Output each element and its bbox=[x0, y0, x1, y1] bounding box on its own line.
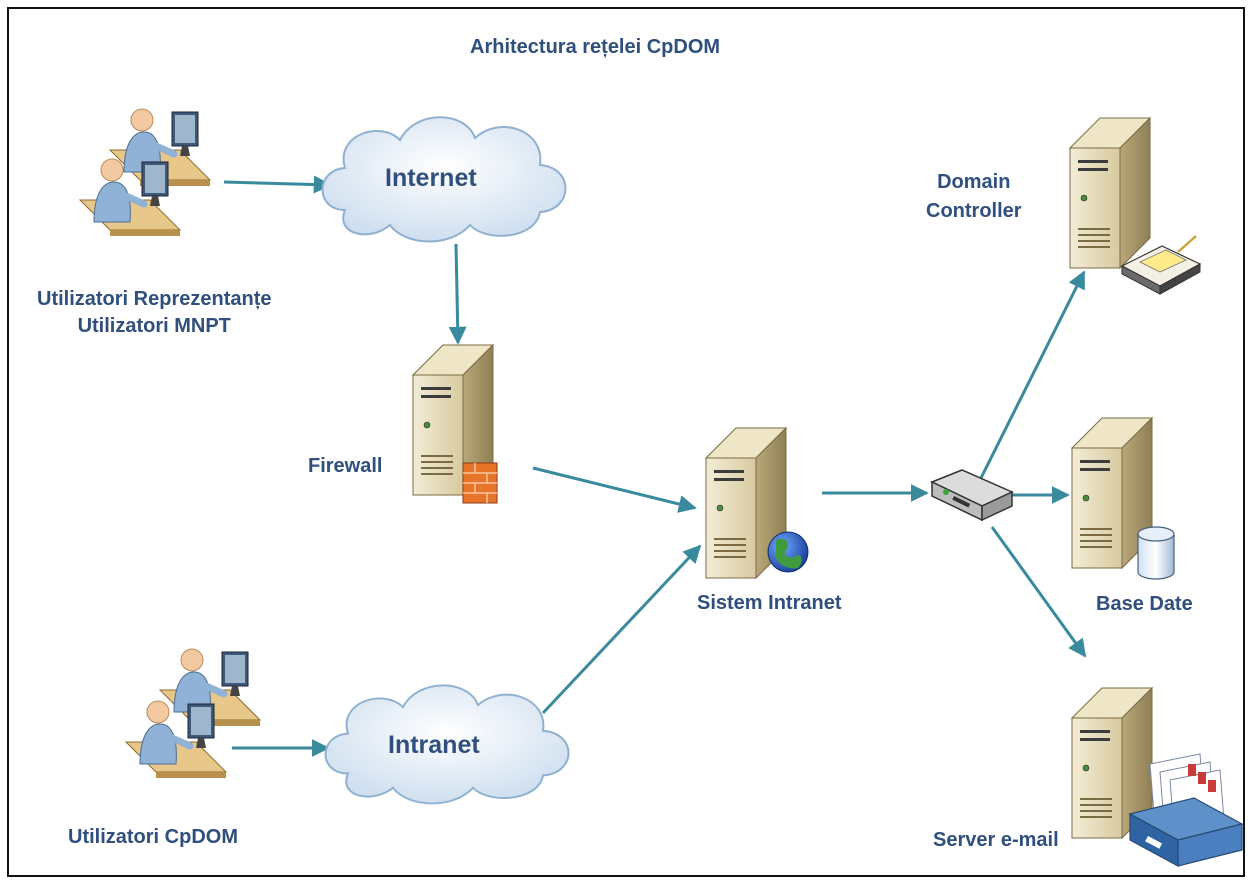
arrow-intranet-cloud-system bbox=[541, 544, 702, 715]
node-label-email: Server e-mail bbox=[933, 829, 1059, 851]
arrow-switch-email bbox=[990, 526, 1087, 658]
cloud-label-internet: Internet bbox=[385, 164, 477, 192]
node-label-domain-controller: Domain Controller bbox=[926, 168, 1022, 226]
node-label-intranet-system: Sistem Intranet bbox=[697, 592, 842, 614]
mail-server-icon bbox=[1071, 687, 1244, 868]
arrow-firewall-intranet-system bbox=[532, 466, 697, 513]
cloud-label-intranet: Intranet bbox=[388, 731, 480, 759]
arrow-internet-firewall bbox=[448, 243, 467, 345]
page-title: Arhitectura rețelei CpDOM bbox=[470, 36, 721, 58]
node-label-domain-line1: Domain bbox=[937, 171, 1011, 193]
node-label-reprezentante-line2: Utilizatori MNPT bbox=[77, 315, 231, 337]
arrow-switch-domain bbox=[973, 270, 1086, 491]
web-server-icon bbox=[705, 427, 809, 579]
node-label-cpdom: Utilizatori CpDOM bbox=[68, 826, 238, 848]
node-label-reprezentante: Utilizatori Reprezentanțe Utilizatori MN… bbox=[37, 286, 271, 340]
domain-server-icon bbox=[1069, 117, 1202, 295]
users-workstation-icon bbox=[126, 649, 260, 778]
switch-icon bbox=[930, 469, 1014, 522]
firewall-server-icon bbox=[412, 344, 498, 504]
node-label-reprezentante-line1: Utilizatori Reprezentanțe bbox=[37, 288, 272, 310]
users-workstation-icon bbox=[80, 109, 210, 236]
node-label-firewall: Firewall bbox=[308, 455, 383, 477]
node-label-database: Base Date bbox=[1096, 593, 1193, 615]
database-server-icon bbox=[1071, 417, 1175, 580]
arrow-reprezentante-internet bbox=[223, 175, 332, 194]
node-label-domain-line2: Controller bbox=[926, 200, 1022, 222]
